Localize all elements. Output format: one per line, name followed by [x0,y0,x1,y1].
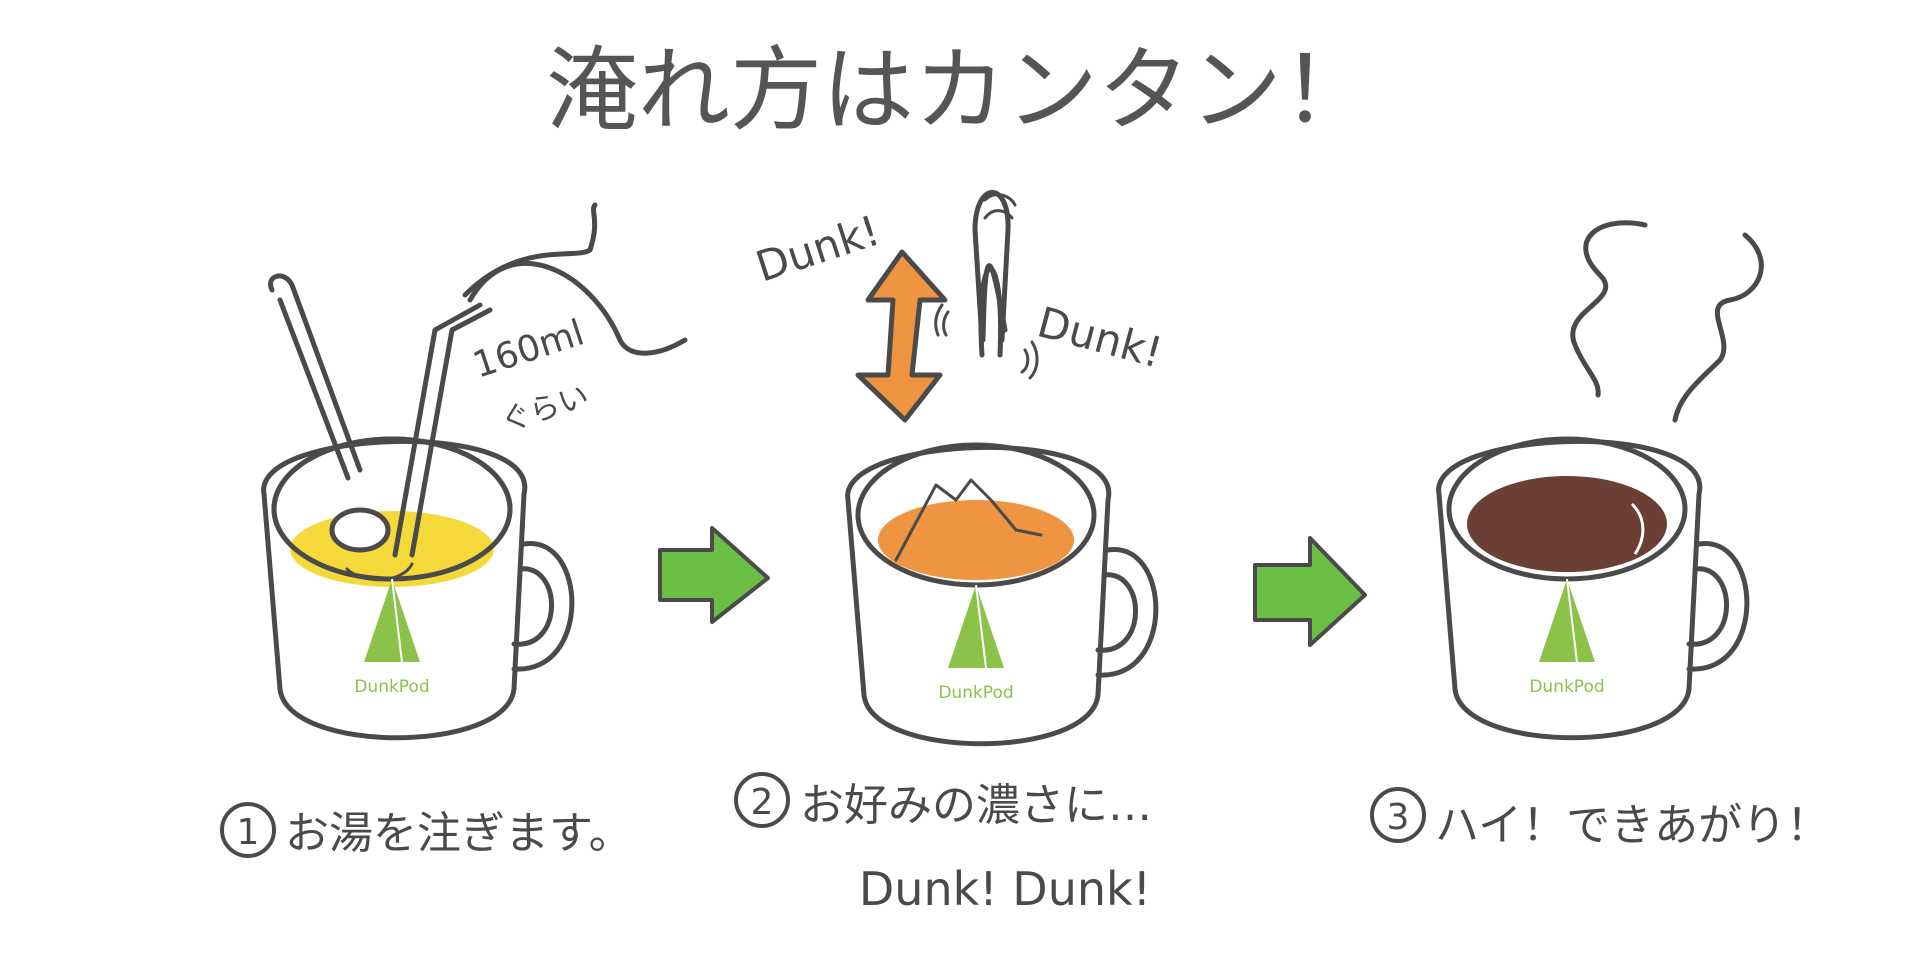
teabag-dunk-icon [934,190,1039,380]
step-text: ハイ！できあがり！ [1435,800,1830,851]
steam-icon [1570,220,1764,423]
amount-label: 160ml [468,312,589,386]
step-number: 1 [237,812,260,853]
step-number: 3 [1387,797,1410,838]
finished-tea [1467,476,1667,572]
dunk-label-top: Dunk! [750,206,886,292]
step-text: お好みの濃さに… [800,780,1152,831]
step-1-caption: 1 お湯を注ぎます。 [220,802,633,859]
step-number: 2 [751,782,774,823]
mug-logo-text: DunkPod [1529,677,1604,697]
step-3-caption: 3 ハイ！できあがり！ [1370,787,1830,851]
dunk-label-right: Dunk! [1032,297,1167,377]
amount-label-sub: ぐらい [497,379,593,440]
mug-step-3: DunkPod [1439,439,1747,738]
step-2-caption: 2 お好みの濃さに… Dunk! Dunk! [734,772,1152,916]
mug-step-2: DunkPod [848,445,1156,744]
up-down-arrow-icon [855,249,948,423]
steeping-tea [878,500,1074,580]
spoon-icon [268,273,391,553]
kettle-pour-icon [392,202,688,558]
step-text-2: Dunk! Dunk! [859,862,1151,916]
page-title: 淹れ方はカンタン！ [546,37,1374,144]
mug-step-1: DunkPod [264,436,572,738]
next-arrow-icon [658,526,770,624]
step-text: お湯を注ぎます。 [285,808,633,859]
mug-logo-text: DunkPod [354,677,429,697]
mug-logo-text: DunkPod [938,683,1013,703]
hot-water [290,511,494,587]
next-arrow-icon [1253,536,1367,647]
